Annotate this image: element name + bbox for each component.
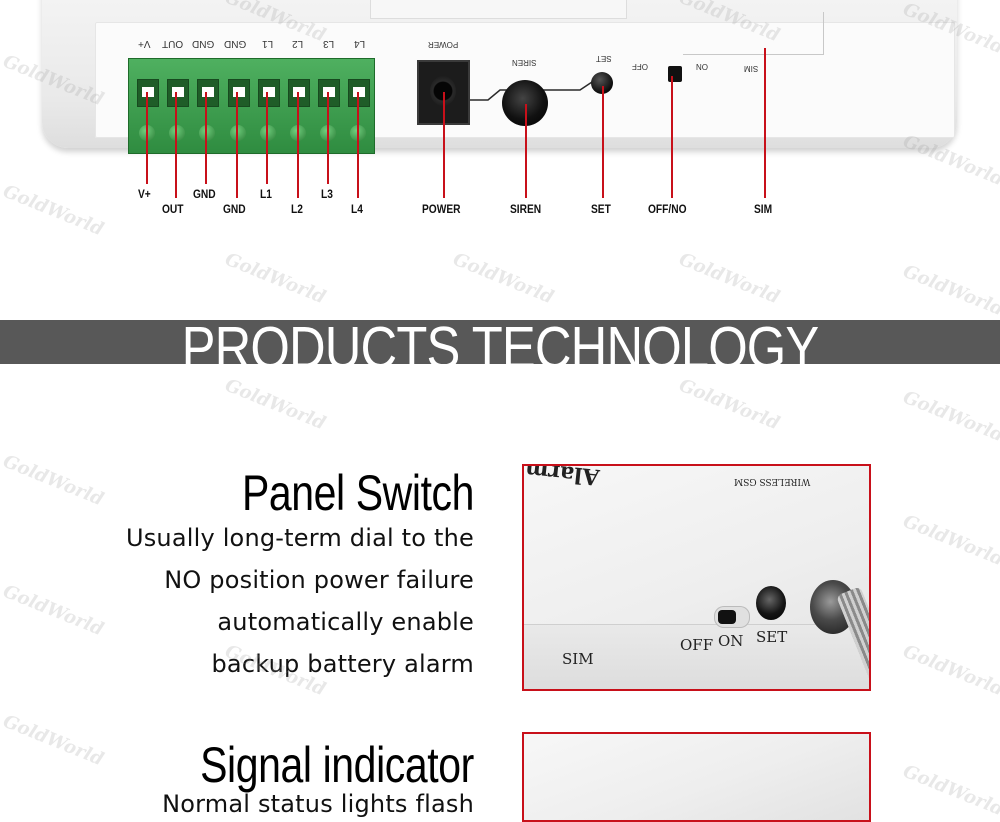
watermark: GoldWorld	[0, 580, 107, 641]
terminal-pin	[142, 87, 154, 97]
terminal-slot	[288, 79, 310, 107]
panel-label-off: OFF	[632, 62, 648, 71]
photo-label-off: OFF	[680, 636, 714, 654]
photo-label-on: ON	[718, 632, 744, 650]
panel-label-l3: L3	[323, 38, 335, 49]
feature-description-line: Normal status lights flash	[162, 790, 474, 818]
photo-device-body	[524, 734, 869, 820]
terminal-slot	[228, 79, 250, 107]
callout-sim: SIM	[754, 202, 773, 216]
photo-device-edge	[524, 624, 869, 689]
leader-line	[671, 76, 673, 198]
callout-l2: L2	[291, 202, 303, 216]
feature-description-line: automatically enable	[217, 608, 474, 636]
callout-set: SET	[591, 202, 611, 216]
photo-slide-switch	[714, 606, 750, 628]
feature-description-line: Usually long-term dial to the	[125, 524, 474, 552]
panel-label-power: POWER	[428, 40, 459, 49]
panel-label-gnd-1: GND	[192, 38, 215, 49]
photo-label-set: SET	[756, 628, 788, 646]
watermark: GoldWorld	[899, 510, 1000, 571]
watermark: GoldWorld	[221, 248, 329, 309]
terminal-slot	[348, 79, 370, 107]
photo-label-sim: SIM	[562, 650, 594, 668]
feature-title-signal-indicator: Signal indicator	[200, 737, 474, 793]
leader-line	[146, 92, 148, 184]
feature-title-panel-switch: Panel Switch	[241, 465, 475, 521]
device-tab	[370, 0, 627, 19]
leader-line	[525, 104, 527, 198]
callout-l3: L3	[321, 187, 333, 201]
watermark: GoldWorld	[899, 386, 1000, 447]
panel-label-on: ON	[696, 62, 708, 71]
watermark: GoldWorld	[899, 640, 1000, 701]
watermark: GoldWorld	[449, 248, 557, 309]
terminal-pin	[323, 87, 335, 97]
watermark: GoldWorld	[0, 710, 107, 771]
leader-line	[236, 92, 238, 198]
panel-label-sim: SIM	[744, 64, 759, 73]
panel-label-l2: L2	[292, 38, 304, 49]
watermark: GoldWorld	[0, 450, 107, 511]
callout-gnd-2: GND	[223, 202, 246, 216]
callout-l1: L1	[260, 187, 272, 201]
sim-slot	[683, 12, 824, 55]
terminal-pin	[172, 87, 184, 97]
panel-label-out: OUT	[162, 38, 184, 49]
leader-line	[327, 92, 329, 184]
terminal-pin	[263, 87, 275, 97]
feature-description-line: backup battery alarm	[211, 650, 474, 678]
leader-line	[357, 92, 359, 198]
terminal-screw	[199, 125, 215, 141]
watermark: GoldWorld	[675, 374, 783, 435]
terminal-screw	[169, 125, 185, 141]
device-connector-panel: V+ OUT GND GND L1 L2 L3 L4 POWER SIREN S…	[0, 0, 1000, 240]
leader-line	[297, 92, 299, 198]
terminal-pin	[353, 87, 365, 97]
terminal-slot	[258, 79, 280, 107]
terminal-slot	[167, 79, 189, 107]
terminal-pin	[233, 87, 245, 97]
terminal-block	[128, 58, 375, 154]
terminal-screw	[230, 125, 246, 141]
leader-line	[764, 48, 766, 198]
terminal-slot	[318, 79, 340, 107]
callout-off-no: OFF/NO	[648, 202, 687, 216]
terminal-screw	[260, 125, 276, 141]
signal-indicator-photo	[522, 732, 871, 822]
terminal-pin	[293, 87, 305, 97]
banner-title: PRODUCTS TECHNOLOGY	[181, 315, 820, 381]
set-button	[591, 72, 613, 94]
terminal-pin	[202, 87, 214, 97]
leader-line	[175, 92, 177, 198]
callout-l4: L4	[351, 202, 363, 216]
leader-line	[266, 92, 268, 184]
watermark: GoldWorld	[675, 248, 783, 309]
panel-switch-photo: Alarm WIRELESS GSM OFF ON SET SIM	[522, 464, 871, 691]
leader-line	[602, 86, 604, 198]
callout-gnd-1: GND	[193, 187, 216, 201]
leader-line	[205, 92, 207, 184]
photo-label-wireless-gsm: WIRELESS GSM	[734, 476, 811, 486]
feature-description-line: NO position power failure	[164, 566, 474, 594]
callout-siren: SIREN	[510, 202, 542, 216]
watermark: GoldWorld	[221, 374, 329, 435]
leader-line	[443, 92, 445, 198]
panel-label-l1: L1	[262, 38, 274, 49]
callout-out: OUT	[162, 202, 184, 216]
callout-v-plus: V+	[138, 187, 151, 201]
panel-label-gnd-2: GND	[224, 38, 247, 49]
section-banner: PRODUCTS TECHNOLOGY	[0, 319, 1000, 378]
callout-power: POWER	[422, 202, 461, 216]
terminal-slot	[137, 79, 159, 107]
photo-set-button	[756, 586, 786, 620]
watermark: GoldWorld	[899, 760, 1000, 821]
panel-label-siren: SIREN	[512, 58, 537, 67]
panel-label-set: SET	[596, 54, 612, 63]
photo-switch-knob	[718, 610, 736, 624]
watermark: GoldWorld	[899, 260, 1000, 321]
panel-label-l4: L4	[354, 38, 366, 49]
terminal-slot	[197, 79, 219, 107]
panel-label-v-plus: V+	[138, 38, 151, 49]
